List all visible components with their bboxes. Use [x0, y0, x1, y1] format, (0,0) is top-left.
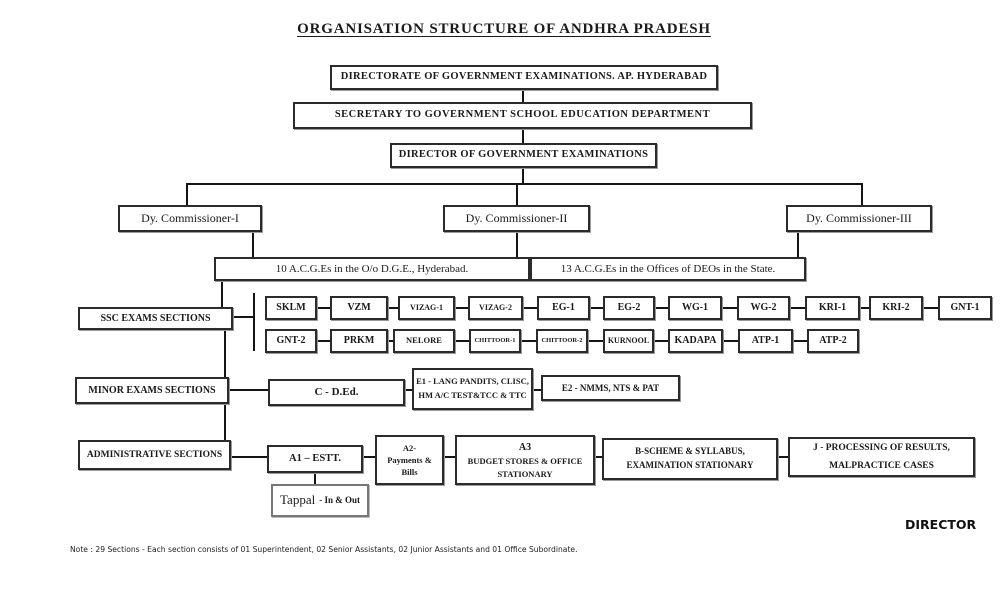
box-acge-deos: 13 A.C.G.Es in the Offices of DEOs in th… [530, 257, 806, 281]
connector [522, 168, 524, 183]
connector [522, 129, 524, 143]
connector [224, 404, 226, 440]
connector [314, 473, 316, 484]
box-dy-commissioner-3: Dy. Commissioner-III [786, 205, 932, 232]
box-secretary: SECRETARY TO GOVERNMENT SCHOOL EDUCATION… [293, 102, 752, 129]
box-c-ded: C - D.Ed. [268, 379, 405, 406]
connector [516, 183, 518, 205]
director-label: DIRECTOR [905, 517, 977, 532]
box-administrative-sections: ADMINISTRATIVE SECTIONS [78, 440, 231, 470]
section-box-eg-1: EG-1 [537, 296, 590, 320]
section-box-kurnool: KURNOOL [603, 329, 654, 353]
box-dy-commissioner-2: Dy. Commissioner-II [443, 205, 590, 232]
box-acge-hyderabad: 10 A.C.G.Es in the O/o D.G.E., Hyderabad… [214, 257, 530, 281]
section-box-wg-2: WG-2 [737, 296, 790, 320]
box-tappal: Tappal - In & Out [271, 484, 369, 517]
connector [221, 279, 223, 307]
section-box-vizag-2: VIZAG-2 [468, 296, 523, 320]
box-director: DIRECTOR OF GOVERNMENT EXAMINATIONS [390, 143, 657, 168]
box-j-processing-results: J - PROCESSING OF RESULTS, MALPRACTICE C… [788, 437, 975, 477]
section-box-wg-1: WG-1 [668, 296, 722, 320]
section-box-sklm: SKLM [265, 296, 317, 320]
connector [516, 232, 518, 257]
connector [252, 232, 254, 257]
connector [186, 183, 863, 185]
box-a2-payments: A2- Payments & Bills [375, 435, 444, 485]
box-e2-nmms: E2 - NMMS, NTS & PAT [541, 375, 680, 401]
connector [861, 183, 863, 205]
box-minor-exams-sections: MINOR EXAMS SECTIONS [75, 377, 229, 404]
section-box-eg-2: EG-2 [603, 296, 655, 320]
box-a1-estt: A1 – ESTT. [267, 445, 363, 473]
box-dy-commissioner-1: Dy. Commissioner-I [118, 205, 262, 232]
section-box-gnt-1: GNT-1 [938, 296, 992, 320]
box-a3-budget-stores: A3 BUDGET STORES & OFFICE STATIONARY [455, 435, 595, 485]
section-box-chittoor-1: CHITTOOR-1 [469, 329, 521, 353]
section-box-chittoor-2: CHITTOOR-2 [536, 329, 588, 353]
connector [232, 316, 253, 318]
connector [253, 293, 255, 351]
connector [224, 330, 226, 377]
section-box-gnt-2: GNT-2 [265, 329, 317, 353]
section-box-kri-1: KRI-1 [805, 296, 860, 320]
box-directorate: DIRECTORATE OF GOVERNMENT EXAMINATIONS. … [330, 65, 718, 90]
box-ssc-exams-sections: SSC EXAMS SECTIONS [78, 307, 233, 330]
footnote: Note : 29 Sections - Each section consis… [70, 545, 578, 554]
section-box-prkm: PRKM [330, 329, 388, 353]
connector [797, 232, 799, 257]
section-box-vizag-1: VIZAG-1 [398, 296, 455, 320]
section-box-vzm: VZM [330, 296, 388, 320]
box-b-scheme-syllabus: B-SCHEME & SYLLABUS, EXAMINATION STATION… [602, 438, 778, 480]
section-box-atp-1: ATP-1 [738, 329, 793, 353]
connector [522, 90, 524, 104]
section-box-atp-2: ATP-2 [807, 329, 859, 353]
section-box-kri-2: KRI-2 [869, 296, 923, 320]
connector [186, 183, 188, 205]
section-box-nelore: NELORE [393, 329, 455, 353]
box-e1-lang-pandits: E1 - LANG PANDITS, CLISC, HM A/C TEST&TC… [412, 368, 533, 410]
page-title: ORGANISATION STRUCTURE OF ANDHRA PRADESH [297, 21, 711, 37]
section-box-kadapa: KADAPA [668, 329, 723, 353]
